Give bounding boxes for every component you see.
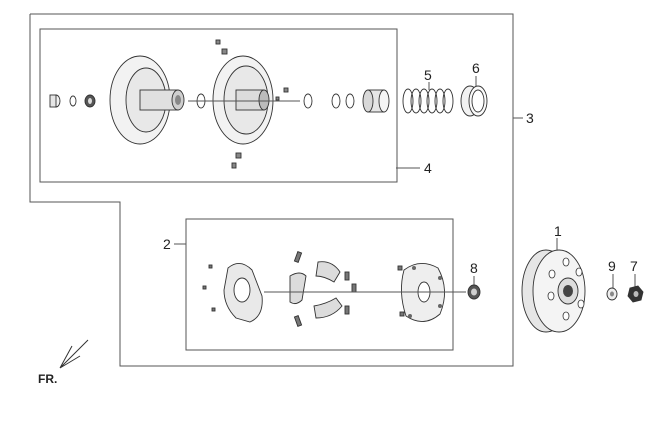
collar-body <box>49 94 57 108</box>
spring-coil <box>442 88 454 114</box>
washer-bore <box>610 291 614 297</box>
driven-spring-part-5 <box>402 88 454 114</box>
bell-hole <box>547 291 555 301</box>
oil-seal-2 <box>331 93 341 109</box>
guide-pin-top <box>221 48 228 55</box>
spring-seat-part-6 <box>460 85 488 117</box>
clutch-spring <box>293 251 303 263</box>
callout-7: 7 <box>630 258 638 274</box>
assembly-3-outline <box>29 13 514 367</box>
guide-pin-side <box>283 87 289 93</box>
oil-seal-3 <box>345 93 355 109</box>
seat-ring-bore <box>471 89 485 113</box>
spring-seat-collar-end <box>378 89 390 113</box>
spring-coil <box>426 88 438 114</box>
bell-hub-bore <box>563 285 573 297</box>
plate-pin <box>408 314 412 318</box>
bell-hole <box>562 257 570 267</box>
bell-hole <box>577 299 585 309</box>
bolt <box>208 264 213 269</box>
washer-part-9 <box>606 287 618 301</box>
spring-coil <box>418 88 430 114</box>
oil-seal-1 <box>303 93 313 109</box>
nut-bore <box>471 288 477 296</box>
o-ring-small <box>69 95 77 107</box>
clutch-shoe-left <box>289 272 307 305</box>
callout-8: 8 <box>470 260 478 276</box>
clutch-spring <box>293 315 303 327</box>
guide-pin-side2 <box>275 96 280 101</box>
clutch-spring <box>344 271 350 281</box>
clutch-shoe-top <box>315 261 341 283</box>
callout-6: 6 <box>472 60 480 76</box>
clutch-spring <box>344 305 350 315</box>
bell-hole <box>562 311 570 321</box>
direction-arrow-icon <box>59 339 89 369</box>
plate-pin <box>438 276 442 280</box>
bolt <box>211 307 216 312</box>
callout-4: 4 <box>424 160 432 176</box>
nut-part-8 <box>467 284 481 300</box>
clutch-plate-hole <box>233 277 251 303</box>
front-direction-indicator: FR. <box>38 339 89 386</box>
bell-hole <box>575 267 583 277</box>
clutch-parts-group <box>202 251 466 327</box>
callout-3: 3 <box>526 110 534 126</box>
bolt <box>202 285 207 290</box>
direction-label: FR. <box>38 372 57 386</box>
callout-2: 2 <box>163 236 171 252</box>
guide-pin-bottom <box>235 152 242 159</box>
guide-pin-top2 <box>215 39 221 45</box>
bolt <box>399 311 405 317</box>
hub-end-bore <box>175 95 181 105</box>
plate-pin <box>438 304 442 308</box>
assembly-2-box <box>185 218 454 351</box>
clutch-shoe-bottom <box>313 297 343 319</box>
callout-5: 5 <box>424 67 432 83</box>
guide-pin-bottom2 <box>231 162 237 169</box>
hex-nut-bore <box>633 291 639 297</box>
drive-face-parts-group <box>49 39 390 169</box>
clutch-spring <box>351 283 357 293</box>
clutch-outer-part-1 <box>521 249 586 333</box>
bell-hole <box>548 269 556 279</box>
spring-coil <box>410 88 422 114</box>
assembly-4-box <box>39 28 398 183</box>
bearing-small-inner <box>88 98 92 104</box>
spring-coil <box>402 88 414 114</box>
bolt <box>397 265 403 271</box>
plate-pin <box>412 266 416 270</box>
spring-seat-collar-front <box>362 89 374 113</box>
movable-face-boss-end <box>258 89 270 111</box>
nut-part-7 <box>627 285 644 303</box>
spring-coil <box>434 88 446 114</box>
callout-9: 9 <box>608 258 616 274</box>
callout-1: 1 <box>554 223 562 239</box>
